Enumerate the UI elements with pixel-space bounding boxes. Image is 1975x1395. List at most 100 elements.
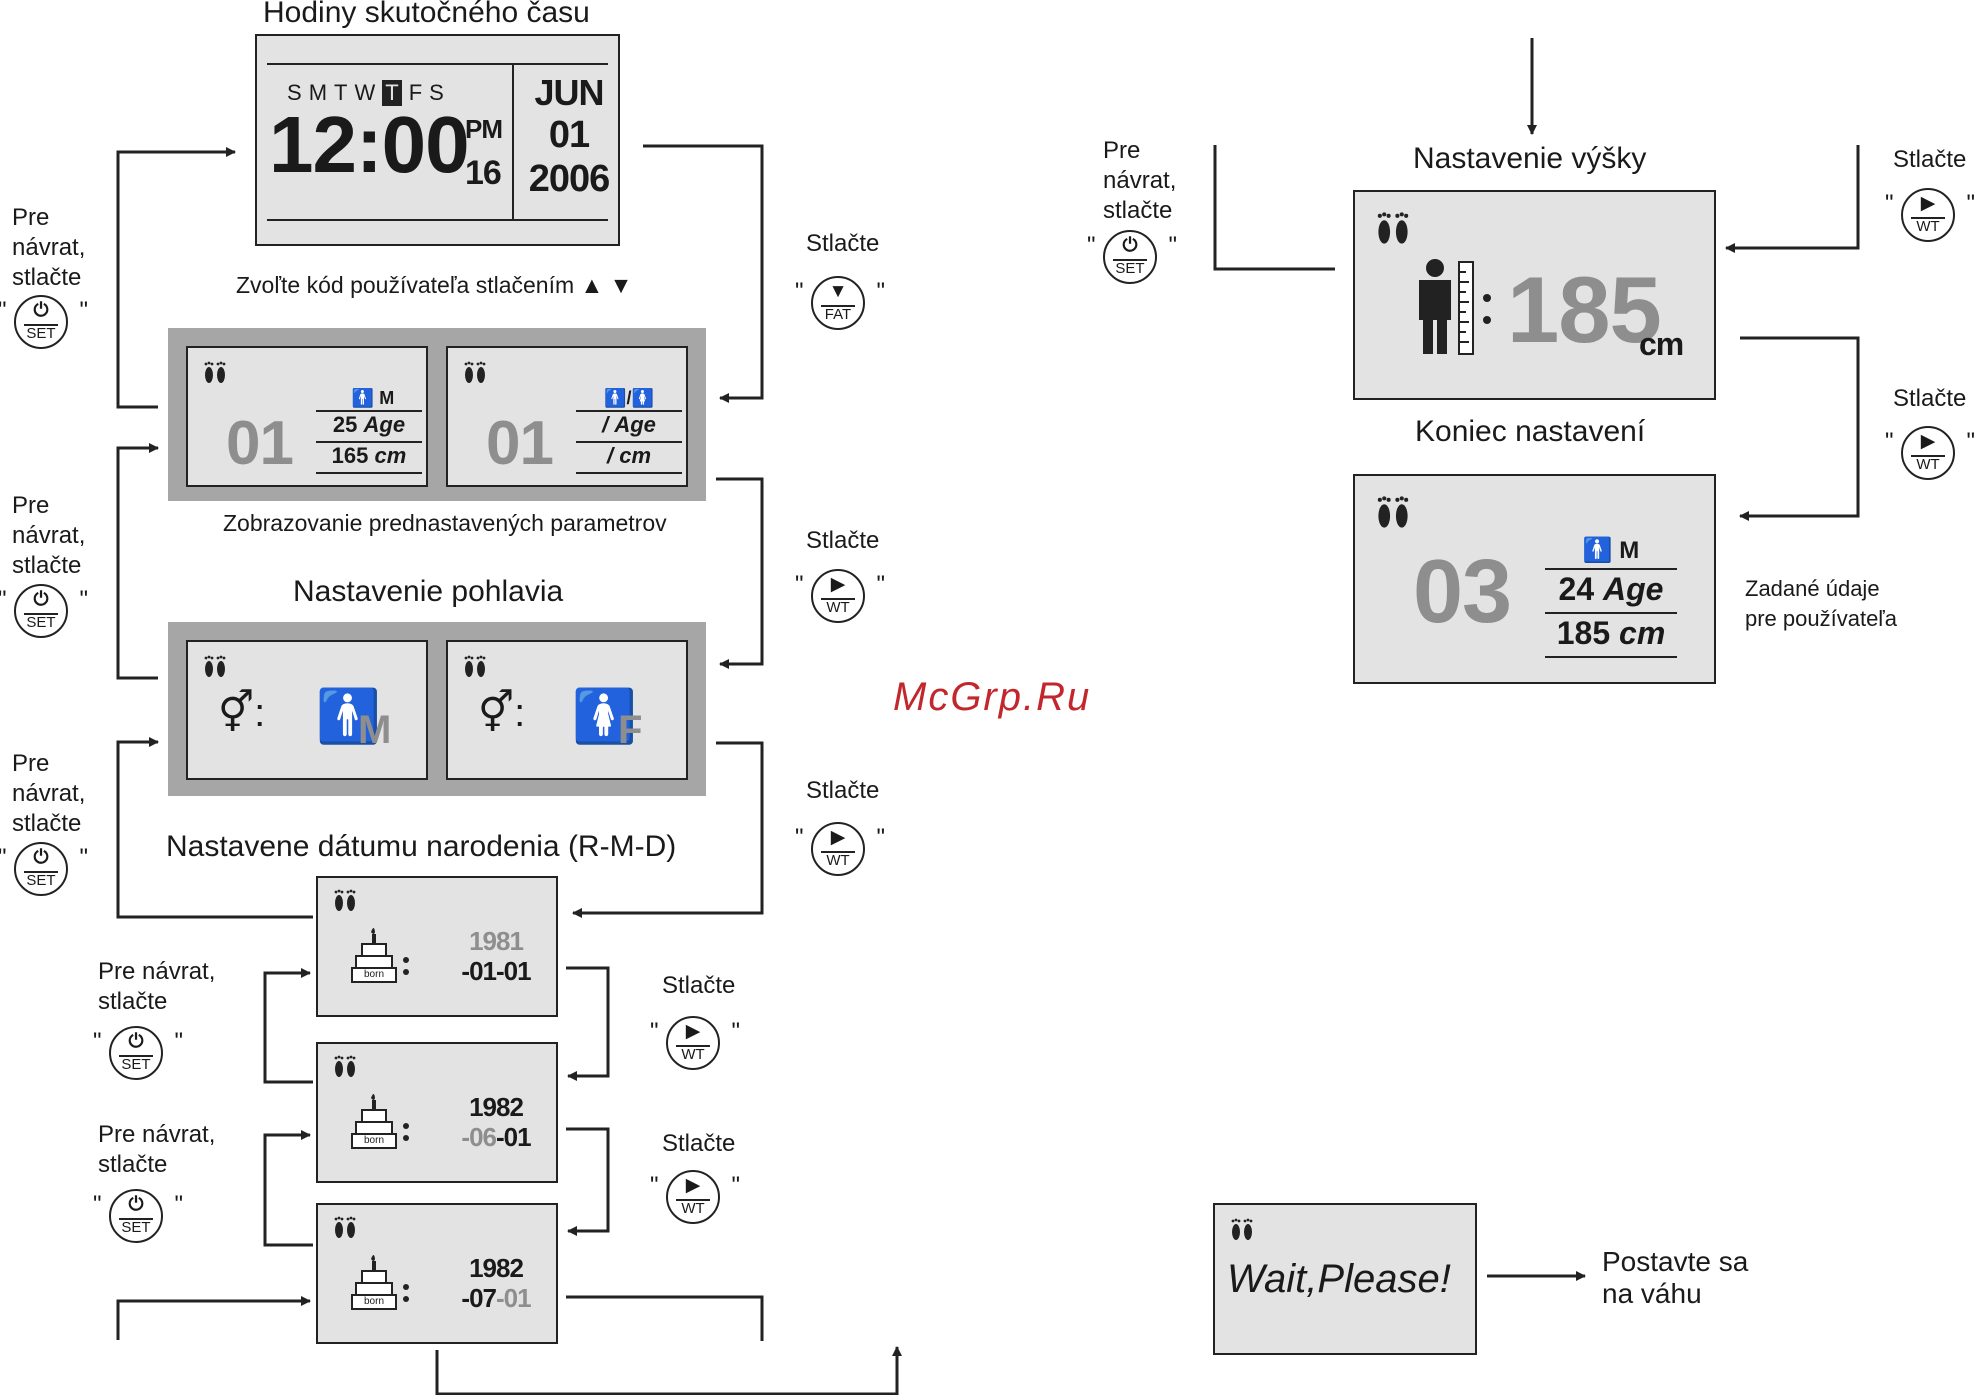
- button-circle: ▶WT: [811, 822, 865, 876]
- preset-user-code: 01: [486, 409, 554, 478]
- weekday-label: M: [308, 80, 328, 105]
- button-label: SET: [26, 614, 56, 631]
- power-icon: ⏻: [33, 589, 49, 610]
- birth-month-day: -07-01: [446, 1283, 546, 1314]
- wt-button[interactable]: "▶WT": [795, 822, 885, 886]
- preset-gender: 🚹 M: [328, 388, 418, 409]
- clock-seconds: 16: [465, 154, 502, 192]
- height-value: 185: [1507, 257, 1662, 362]
- fat-button[interactable]: "▼FAT": [795, 276, 885, 340]
- birth-month-day: -01-01: [461, 956, 531, 986]
- gender-female-letter: F: [618, 708, 642, 752]
- button-divider: [24, 871, 58, 873]
- height-screen: 185 cm: [1353, 190, 1716, 400]
- back-label: Pre návrat, stlačte: [12, 492, 86, 579]
- button-label: WT: [826, 852, 850, 869]
- set-button[interactable]: "⏻SET": [0, 842, 88, 906]
- feet-icon: [334, 1216, 356, 1238]
- button-label: SET: [121, 1219, 151, 1236]
- preset-age: 25 Age: [316, 412, 422, 438]
- rule: [576, 410, 682, 412]
- height-unit: cm: [1639, 326, 1684, 362]
- button-circle: ▶WT: [1901, 188, 1955, 242]
- button-circle: ⏻SET: [14, 842, 68, 896]
- gender-symbol-icon: ⚥:: [218, 691, 266, 735]
- end-gender: 🚹 M: [1545, 536, 1677, 565]
- rule: [316, 472, 422, 474]
- power-icon: ⏻: [128, 1031, 144, 1052]
- set-button[interactable]: "⏻SET": [0, 584, 88, 648]
- feet-icon: [334, 889, 356, 911]
- male-figure-icon: 🚹: [316, 688, 381, 746]
- back-arrow-presets-to-clock: [116, 147, 236, 409]
- quote-mark: ": [79, 586, 88, 613]
- person-icon: 🚹: [604, 388, 627, 408]
- birth-year: 1982: [469, 1253, 524, 1283]
- gender-screen-male: ⚥: 🚹 M: [186, 640, 428, 780]
- birth-month: -07: [461, 1283, 497, 1313]
- button-label: SET: [26, 325, 56, 342]
- back-label: Pre návrat, stlačte: [98, 1121, 216, 1178]
- wt-button[interactable]: "▶WT": [1885, 188, 1975, 252]
- wt-button[interactable]: "▶WT": [1885, 426, 1975, 490]
- cake-label: born: [363, 1135, 384, 1146]
- user-select-caption: Zvoľte kód používateľa stlačením ▲ ▼: [236, 272, 633, 298]
- press-label: Stlačte: [1893, 385, 1967, 412]
- birthdate-screen-year: born 1981 -01-01: [316, 876, 558, 1017]
- gender-screen-female: ⚥: 🚺 F: [446, 640, 688, 780]
- quote-mark: ": [1885, 428, 1894, 455]
- quote-mark: ": [93, 1191, 102, 1218]
- rule: [576, 472, 682, 474]
- end-gender-letter: M: [1619, 537, 1640, 564]
- button-label: WT: [826, 599, 850, 616]
- feet-icon: [1231, 1218, 1253, 1240]
- end-height-unit: cm: [1619, 615, 1666, 651]
- height-title: Nastavenie výšky: [1413, 142, 1647, 175]
- birthdate-screen-month: born 1982 -06-01: [316, 1042, 558, 1183]
- person-icon: 🚹: [1582, 537, 1620, 564]
- power-icon: ⏻: [1122, 235, 1138, 256]
- play-icon: ▶: [685, 1175, 701, 1196]
- wt-button[interactable]: "▶WT": [795, 569, 885, 633]
- return-line-birth3: [566, 1295, 764, 1341]
- clock-day: 01: [548, 114, 590, 156]
- rule: [576, 441, 682, 443]
- button-circle: ⏻SET: [14, 295, 68, 349]
- girl-icon: 🚺: [631, 388, 654, 408]
- button-divider: [24, 324, 58, 326]
- wt-arrow-birth1-to-birth2: [566, 966, 610, 1081]
- set-button[interactable]: "⏻SET": [1087, 230, 1177, 294]
- birth-day: -01: [496, 1122, 532, 1152]
- quote-mark: ": [795, 571, 804, 598]
- wt-button[interactable]: "▶WT": [650, 1170, 740, 1234]
- press-label: Stlačte: [806, 777, 880, 804]
- wt-button[interactable]: "▶WT": [650, 1016, 740, 1080]
- birthdate-title: Nastavene dátumu narodenia (R-M-D): [166, 830, 677, 863]
- preset-height-value: /: [606, 443, 614, 468]
- set-button[interactable]: "⏻SET": [93, 1026, 183, 1090]
- button-divider: [1911, 217, 1945, 219]
- press-label: Stlačte: [662, 1130, 736, 1157]
- fat-arrow-clock-to-presets: [643, 144, 764, 403]
- birth-year: 1981: [469, 926, 524, 956]
- back-line-height: [1213, 145, 1335, 271]
- button-circle: ⏻ SET: [109, 1189, 163, 1243]
- birthdate-screen-day: born 1982 -07-01: [316, 1203, 558, 1344]
- weekday-label: S: [287, 80, 302, 105]
- weekday-label: F: [408, 80, 423, 105]
- quote-mark: ": [1168, 232, 1177, 259]
- preset-height: 165 cm: [316, 443, 422, 469]
- power-icon: ⏻: [128, 1194, 144, 1215]
- end-height: 185 cm: [1545, 615, 1677, 652]
- feet-icon: [204, 361, 226, 383]
- button-circle: ▶WT: [666, 1016, 720, 1070]
- button-divider: [1113, 259, 1147, 261]
- quote-mark: ": [174, 1028, 183, 1055]
- set-button[interactable]: "⏻SET": [0, 295, 88, 359]
- set-button[interactable]: "⏻SET": [93, 1189, 183, 1253]
- button-circle: ▼FAT: [811, 276, 865, 330]
- button-label: FAT: [824, 306, 852, 323]
- feet-icon: [1377, 496, 1409, 528]
